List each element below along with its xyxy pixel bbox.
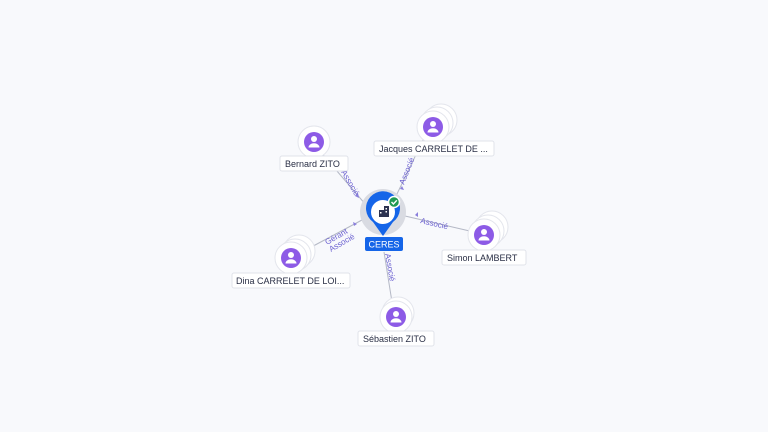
arrow-dina xyxy=(353,222,357,226)
edge-simon xyxy=(404,215,475,233)
person-name-simon: Simon LAMBERT xyxy=(447,253,518,263)
name-box xyxy=(279,155,349,172)
person-name-dina: Dina CARRELET DE LOI... xyxy=(236,276,344,286)
person-node-sebastien[interactable]: Sébastien ZITO xyxy=(357,296,435,347)
company-node-ceres[interactable]: CERES xyxy=(360,189,406,251)
name-box xyxy=(373,140,495,157)
person-node-jacques[interactable]: Jacques CARRELET DE ... xyxy=(373,103,495,157)
name-box xyxy=(231,272,351,289)
building-icon xyxy=(379,206,389,217)
person-node-simon[interactable]: Simon LAMBERT xyxy=(441,210,527,266)
company-name: CERES xyxy=(368,240,399,250)
name-box xyxy=(357,330,435,347)
arrow-bernard xyxy=(355,193,359,198)
name-box xyxy=(441,249,527,266)
arrowheads xyxy=(353,186,418,226)
person-node-bernard[interactable]: Bernard ZITO xyxy=(279,125,349,172)
person-name-sebastien: Sébastien ZITO xyxy=(363,334,426,344)
edge-label-simon: Associé xyxy=(420,216,450,231)
arrow-jacques xyxy=(400,186,404,190)
person-name-jacques: Jacques CARRELET DE ... xyxy=(379,144,488,154)
edge-label-bernard: Associé xyxy=(339,169,361,198)
center-label-box xyxy=(365,237,403,251)
person-node-dina[interactable]: Dina CARRELET DE LOI... xyxy=(231,234,351,289)
verified-check-icon xyxy=(387,195,401,209)
edge-label-sebastien: Associé xyxy=(383,253,397,283)
arrow-simon xyxy=(415,212,418,217)
edge-label-jacques: Associé xyxy=(398,156,417,186)
person-name-bernard: Bernard ZITO xyxy=(285,159,340,169)
edge-sebastien xyxy=(383,251,393,303)
